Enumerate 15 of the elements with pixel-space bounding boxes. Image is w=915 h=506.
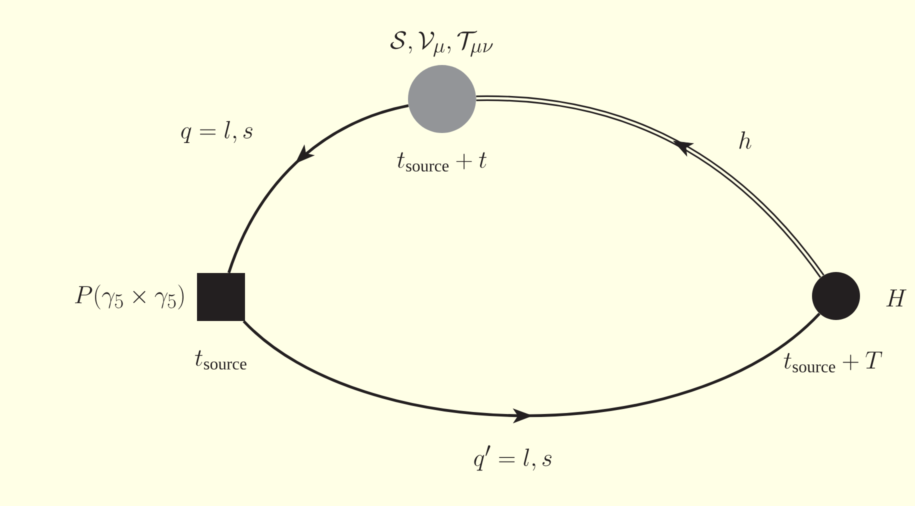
- arrow: [476, 95, 824, 278]
- vertex-label: $\mathcal{S}, \mathcal{V}_\mu, \mathcal{T}_{\mu\nu}$: [390, 30, 493, 57]
- vertex-label: $P(\gamma_5 \times \gamma_5)$: [75, 284, 184, 310]
- time-label: $t_{\rm source}$: [195, 350, 246, 370]
- arrow: [242, 312, 820, 424]
- vertex-square: [197, 273, 245, 321]
- time-label: $t_{\rm source} + T$: [784, 352, 882, 372]
- edge-label: $q = l, s$: [181, 121, 252, 143]
- edge-label: $q' = l, s$: [474, 445, 552, 471]
- vertex-label: $H$: [886, 290, 906, 306]
- vertex-circle: [408, 65, 476, 133]
- arrow: [228, 104, 409, 274]
- edge-label: $h$: [739, 131, 752, 149]
- vertex-circle: [812, 272, 860, 320]
- time-label: $t_{\rm source} + t$: [397, 152, 486, 172]
